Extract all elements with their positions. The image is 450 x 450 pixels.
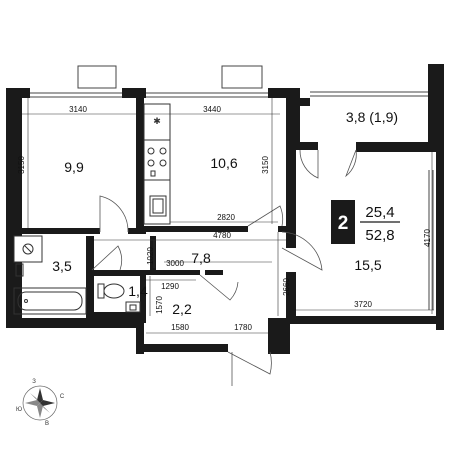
dim-top-kitchen-width: 3440 bbox=[203, 105, 221, 114]
room-label-living: 15,5 bbox=[354, 257, 381, 273]
dim-closet-height: 1570 bbox=[155, 296, 164, 314]
wc-fixtures bbox=[97, 283, 141, 313]
dim-closet-width: 1580 bbox=[171, 323, 189, 332]
living-area-value: 25,4 bbox=[365, 204, 394, 221]
dim-top-left-width: 3140 bbox=[69, 105, 87, 114]
dim-wc-width: 1290 bbox=[161, 282, 179, 291]
room-label-wc: 1,4 bbox=[128, 283, 148, 299]
room-label-kitchen: 10,6 bbox=[210, 155, 237, 171]
compass-east: С bbox=[60, 394, 65, 400]
dim-living-height: 4170 bbox=[423, 229, 432, 247]
dim-kitchen-lower-width: 2820 bbox=[217, 213, 235, 222]
room-label-balcony: 3,8 (1,9) bbox=[346, 109, 398, 125]
compass-north: З bbox=[32, 379, 36, 385]
dim-living-width: 3720 bbox=[354, 300, 372, 309]
compass-south: В bbox=[45, 421, 49, 427]
room-label-hall: 7,8 bbox=[191, 250, 211, 266]
dim-corridor-width: 1780 bbox=[234, 323, 252, 332]
kitchen-fixtures: ✱ bbox=[143, 103, 171, 225]
compass-rose: З С В Ю bbox=[16, 379, 65, 427]
room-label-bathroom: 3,5 bbox=[52, 258, 72, 274]
area-badge: 2 25,4 52,8 bbox=[331, 200, 400, 244]
dim-hall-width: 4780 bbox=[213, 231, 231, 240]
doors bbox=[91, 149, 357, 386]
dim-living-lower-height: 2660 bbox=[282, 278, 291, 296]
windows bbox=[22, 65, 434, 310]
dim-kitchen-height: 3150 bbox=[261, 156, 270, 174]
bathroom-fixtures bbox=[13, 235, 87, 315]
room-label-left: 9,9 bbox=[64, 159, 84, 175]
dim-left-height: 3150 bbox=[17, 156, 26, 174]
partitions bbox=[20, 98, 288, 323]
room-count: 2 bbox=[338, 213, 349, 234]
room-count-box bbox=[331, 200, 355, 244]
room-label-closet: 2,2 bbox=[172, 301, 192, 317]
dimension-lines bbox=[22, 98, 434, 334]
compass-west: Ю bbox=[16, 407, 22, 413]
total-area-value: 52,8 bbox=[365, 227, 394, 244]
exterior-walls bbox=[6, 64, 444, 354]
dim-hall-inner-width: 3000 bbox=[166, 259, 184, 268]
svg-text:✱: ✱ bbox=[153, 117, 161, 127]
dim-hall-small-height: 1020 bbox=[146, 247, 155, 265]
